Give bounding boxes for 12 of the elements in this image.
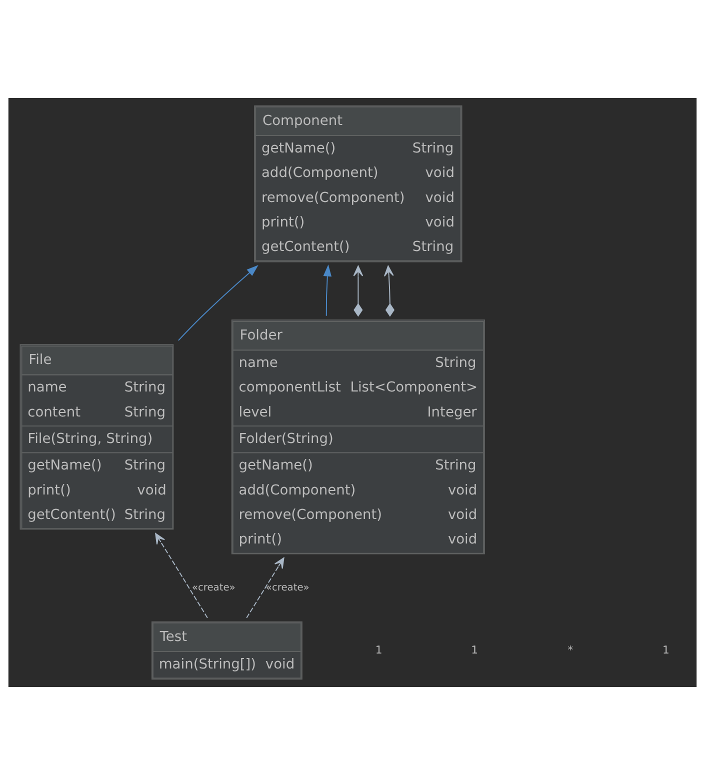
arrow [155, 532, 208, 618]
arrow [246, 556, 284, 618]
arrow [353, 265, 364, 316]
label: 1 [662, 642, 670, 656]
label: * [568, 642, 574, 656]
label: 1 [471, 642, 478, 656]
arrow [384, 265, 394, 316]
label: 1 [375, 642, 382, 656]
arrow [178, 264, 258, 340]
arrow [323, 264, 332, 316]
edge-label: «create» [266, 582, 310, 593]
edge-label: «create» [192, 582, 236, 593]
